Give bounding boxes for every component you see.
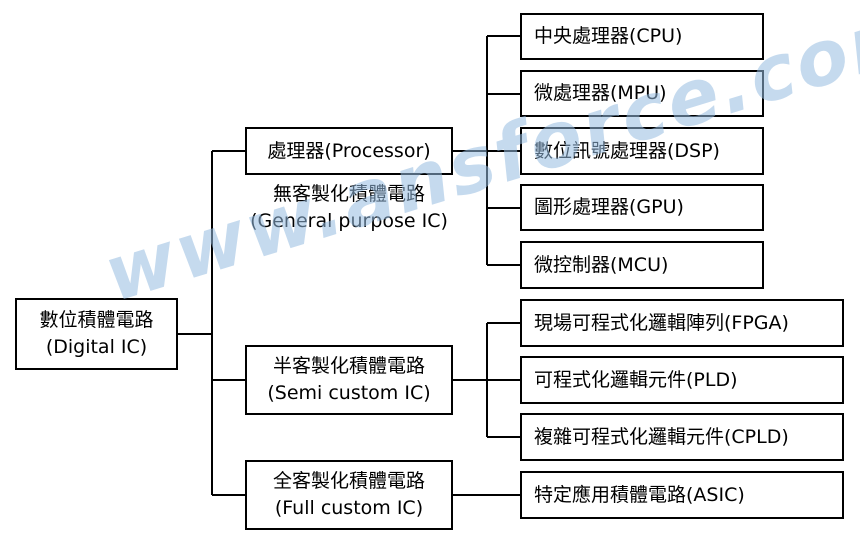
leaf-label: 微控制器(MCU): [534, 253, 669, 276]
full-custom-label-zh: 全客製化積體電路: [272, 470, 425, 492]
semi-custom-label-zh: 半客製化積體電路: [272, 355, 425, 377]
processor-caption: 無客製化積體電路 (General purpose IC): [235, 181, 463, 235]
leaf-node-fpga: 現場可程式化邏輯陣列(FPGA): [520, 299, 844, 347]
leaf-label: 數位訊號處理器(DSP): [534, 139, 720, 162]
leaf-label: 可程式化邏輯元件(PLD): [534, 368, 738, 391]
full-custom-label-en: (Full custom IC): [274, 497, 424, 519]
leaf-node-asic: 特定應用積體電路(ASIC): [520, 471, 844, 519]
leaf-node-pld: 可程式化邏輯元件(PLD): [520, 356, 844, 404]
leaf-label: 複雜可程式化邏輯元件(CPLD): [534, 425, 789, 448]
root-label-en: (Digital IC): [45, 336, 148, 358]
leaf-label: 特定應用積體電路(ASIC): [534, 483, 745, 506]
semi-custom-label-en: (Semi custom IC): [267, 382, 431, 404]
leaf-label: 微處理器(MPU): [534, 82, 667, 104]
leaf-node-mcu: 微控制器(MCU): [520, 241, 764, 289]
category-node-processor: 處理器(Processor): [245, 127, 453, 175]
leaf-label: 中央處理器(CPU): [534, 25, 683, 47]
leaf-node-cpu: 中央處理器(CPU): [520, 13, 764, 60]
processor-label: 處理器(Processor): [267, 139, 431, 162]
leaf-label: 現場可程式化邏輯陣列(FPGA): [534, 311, 789, 334]
category-node-semi-custom: 半客製化積體電路 (Semi custom IC): [245, 345, 453, 415]
leaf-node-mpu: 微處理器(MPU): [520, 70, 764, 117]
root-node-digital-ic: 數位積體電路 (Digital IC): [15, 298, 178, 370]
root-label-zh: 數位積體電路: [39, 309, 154, 331]
leaf-node-cpld: 複雜可程式化邏輯元件(CPLD): [520, 413, 844, 461]
processor-caption-en: (General purpose IC): [250, 210, 448, 232]
leaf-node-gpu: 圖形處理器(GPU): [520, 184, 764, 231]
processor-caption-zh: 無客製化積體電路: [272, 183, 425, 205]
category-node-full-custom: 全客製化積體電路 (Full custom IC): [245, 460, 453, 530]
leaf-label: 圖形處理器(GPU): [534, 196, 684, 218]
leaf-node-dsp: 數位訊號處理器(DSP): [520, 127, 764, 175]
